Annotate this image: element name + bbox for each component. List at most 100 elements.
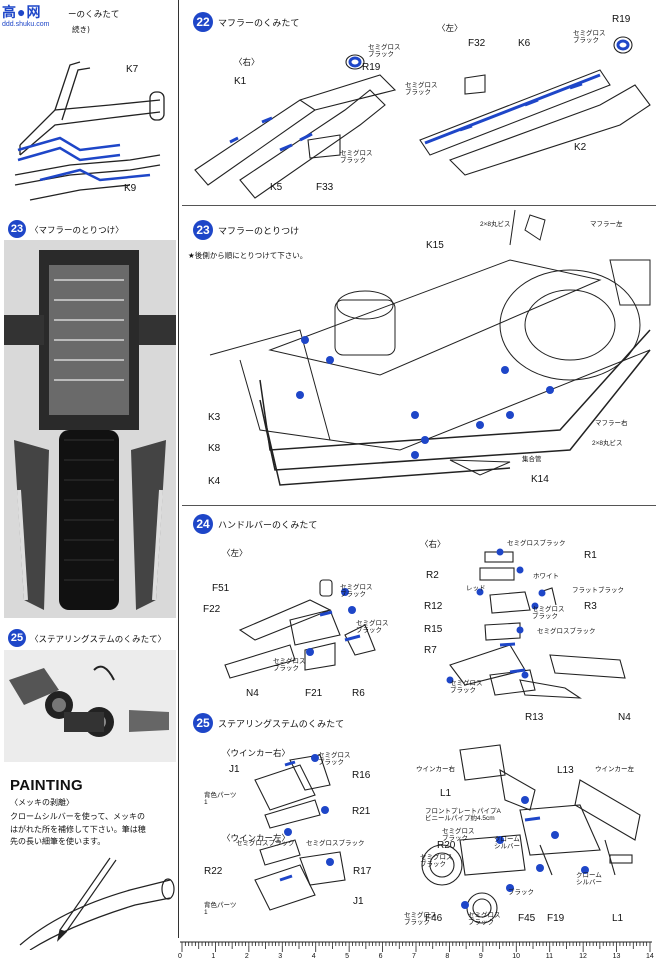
label-k9: K9	[124, 183, 137, 194]
ruler-tick-label: 12	[579, 953, 587, 960]
ruler-tick-label: 6	[378, 953, 383, 960]
step22-title: マフラーのくみたて	[218, 19, 300, 29]
label-n4b: N4	[618, 712, 631, 723]
ruler-tick-label: 5	[345, 953, 350, 960]
label-r16: R16	[352, 770, 371, 781]
label-r2: R2	[426, 570, 439, 581]
step25-left-title: 〈ステアリングステムのくみたて〉	[30, 635, 167, 645]
label-k5: K5	[270, 182, 283, 193]
step24-right-tag: 〈右〉	[420, 540, 446, 550]
label-white: ホワイト	[533, 573, 559, 580]
label-f45: F45	[518, 913, 536, 924]
label-k15: K15	[426, 240, 444, 251]
brush-painting-diagram	[19, 857, 175, 950]
label-r15: R15	[424, 624, 443, 635]
step22-muffler-diagram	[194, 36, 651, 199]
ruler-tick-label: 13	[612, 953, 621, 960]
step24-handlebar-diagram	[224, 548, 626, 699]
label-k1: K1	[234, 76, 247, 87]
step25-winker-right: 〈ウインカー右〉	[222, 749, 291, 759]
ruler-tick-label: 1	[211, 953, 216, 960]
label-l1b: L1	[612, 913, 624, 924]
label-k6: K6	[518, 38, 531, 49]
label-c-r15: セミグロスブラック	[537, 628, 596, 635]
label-winker-l: ウインカー左	[595, 766, 634, 773]
step24-number: 24	[193, 514, 213, 534]
label-collector: 集合管	[522, 456, 542, 463]
step22-divider	[182, 205, 656, 206]
step25-steering-diagram	[254, 744, 641, 924]
label-c-r3: セミグロス ブラック	[532, 606, 565, 621]
label-muffler-right: マフラー右	[595, 420, 628, 427]
label-c-semi1: セミグロスブラック	[236, 840, 295, 847]
step23-divider	[182, 505, 656, 506]
label-j1a: J1	[229, 764, 240, 775]
step25-number: 25	[193, 713, 213, 733]
step23-left-title: 〈マフラーのとりつけ〉	[30, 226, 124, 236]
label-f19: F19	[547, 913, 565, 924]
label-c-r6: セミグロス ブラック	[356, 620, 389, 635]
label-c-black: ブラック	[508, 889, 534, 896]
label-r6: R6	[352, 688, 365, 699]
label-k8: K8	[208, 443, 221, 454]
label-bg1: 背色パーツ 1	[204, 792, 237, 807]
label-front-plate: フロントプレートパイプA ビニールパイプ約4.5cm	[425, 808, 501, 823]
label-bg2: 背色パーツ 1	[204, 902, 237, 917]
label-c-semi3: セミグロス ブラック	[442, 828, 475, 843]
label-red: レッド	[466, 585, 486, 592]
steering-stem-photo	[4, 650, 176, 762]
step23-chassis-diagram	[209, 209, 651, 486]
step25-left-number: 25	[8, 629, 26, 647]
label-n4a: N4	[246, 688, 259, 699]
label-chrome1: クローム シルバー	[494, 836, 520, 851]
label-l13: L13	[557, 765, 574, 776]
watermark-logo: 高●网	[2, 4, 42, 20]
label-c-semi6: セミグロス ブラック	[468, 912, 501, 927]
painting-subheading: 〈メッキの剥離〉	[10, 798, 74, 807]
label-r3: R3	[584, 601, 597, 612]
step23-note: ★後側から順にとりつけて下さい。	[188, 251, 308, 260]
label-r12: R12	[424, 601, 443, 612]
label-r19b: R19	[612, 14, 631, 25]
motorcycle-rear-photo	[4, 240, 176, 618]
label-c-semi2: セミグロスブラック	[306, 840, 365, 847]
label-j1b: J1	[353, 896, 364, 907]
step22-number: 22	[193, 12, 213, 32]
ruler-tick-label: 9	[478, 953, 483, 960]
label-chrome2: クローム シルバー	[576, 872, 602, 887]
label-screw-top: 2×8丸ビス	[480, 221, 511, 228]
frame-rails-diagram	[14, 61, 165, 201]
label-c3: セミグロス ブラック	[573, 30, 606, 45]
ruler-tick-label: 11	[545, 953, 553, 960]
label-k3: K3	[208, 412, 221, 423]
ruler-tick-label: 10	[512, 953, 521, 960]
step24-title: ハンドルバーのくみたて	[218, 521, 318, 531]
label-c-f51: セミグロス ブラック	[340, 584, 373, 599]
watermark: 高●网 ddd.shuku.com	[2, 2, 49, 28]
step23-left-number: 23	[8, 220, 26, 238]
label-r20: R20	[437, 840, 456, 851]
label-f51: F51	[212, 583, 230, 594]
label-c2: セミグロス ブラック	[340, 150, 373, 165]
label-r22: R22	[204, 866, 223, 877]
label-screw-bottom: 2×8丸ビス	[592, 440, 623, 447]
label-c-r1: セミグロスブラック	[507, 540, 566, 547]
watermark-url: ddd.shuku.com	[2, 21, 50, 28]
label-f33: F33	[316, 182, 334, 193]
ruler-tick-label: 7	[412, 953, 416, 960]
label-c-r16: セミグロス ブラック	[318, 752, 351, 767]
step24-left-tag: 〈左〉	[222, 549, 248, 559]
ruler-tick-label: 8	[445, 953, 450, 960]
label-c-semi4: セミグロス ブラック	[420, 854, 453, 869]
ruler-tick-label: 14	[646, 953, 654, 960]
step25-title: ステアリングステムのくみたて	[218, 720, 345, 730]
label-k14: K14	[531, 474, 549, 485]
label-k2: K2	[574, 142, 587, 153]
ruler-tick-label: 2	[244, 953, 249, 960]
label-c-semi5: セミグロス ブラック	[404, 912, 437, 927]
label-l1a: L1	[440, 788, 452, 799]
label-c-r7: セミグロス ブラック	[450, 680, 483, 695]
label-f21: F21	[305, 688, 323, 699]
painting-text: クロームシルバーを使って、メッキの はがれた所を補修して下さい。筆は穂 先の長い…	[10, 812, 146, 846]
